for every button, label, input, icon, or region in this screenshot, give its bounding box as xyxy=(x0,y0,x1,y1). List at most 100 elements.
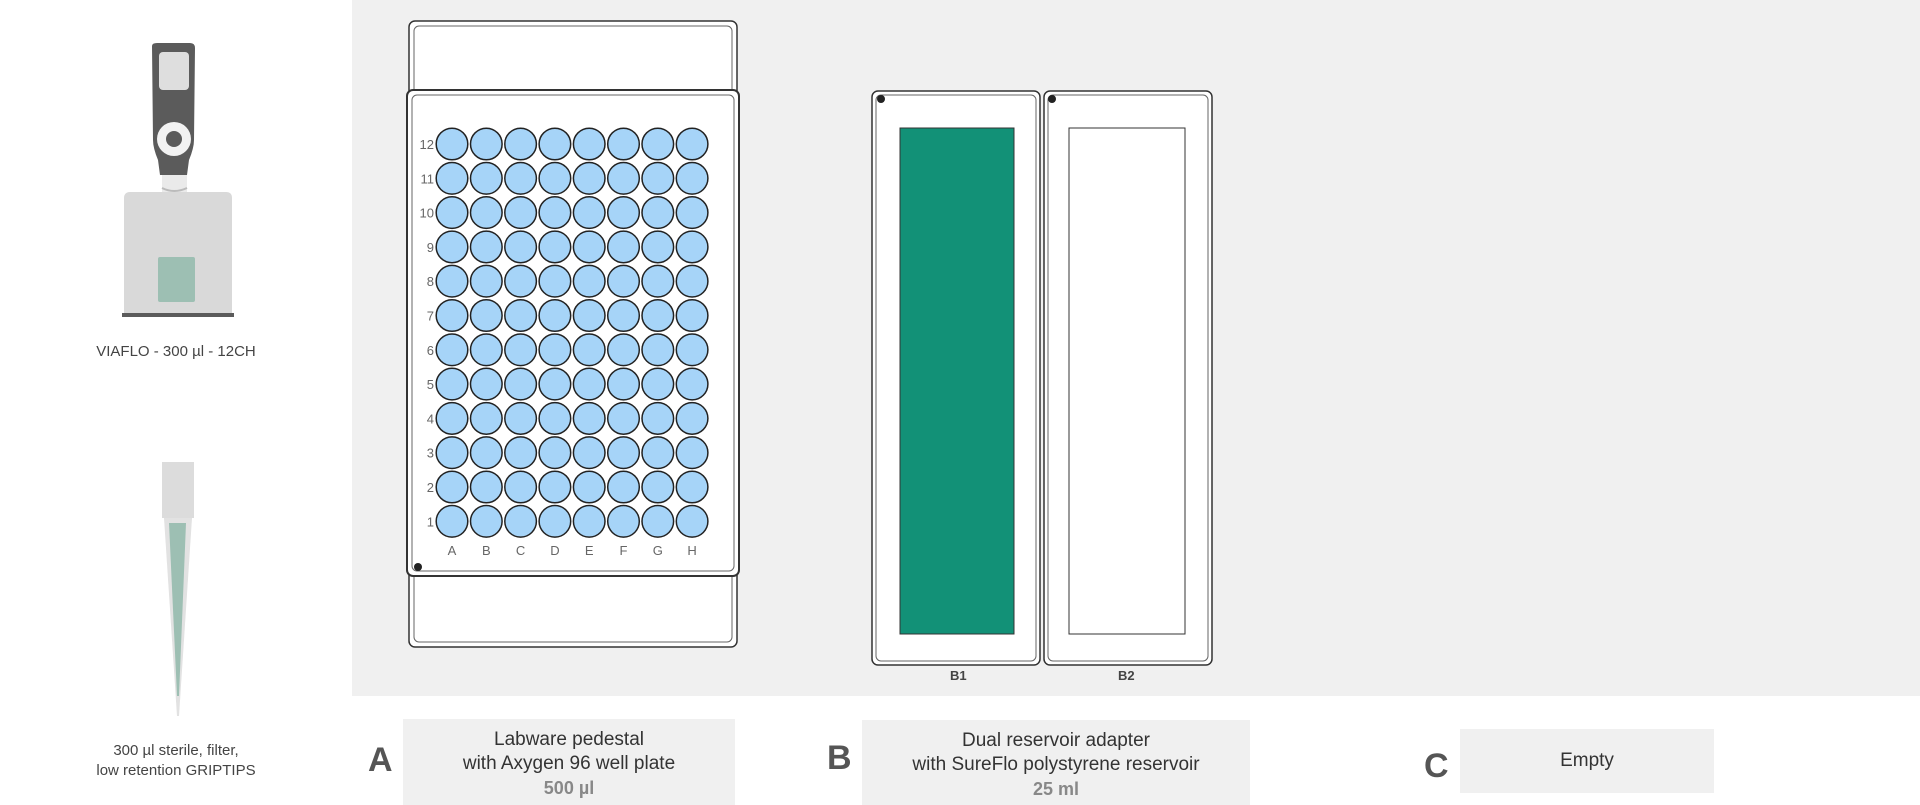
well-D7[interactable] xyxy=(538,298,572,333)
well-E7[interactable] xyxy=(572,298,606,333)
well-A6[interactable] xyxy=(435,333,469,367)
well-E9[interactable] xyxy=(572,230,606,264)
well-H3[interactable] xyxy=(675,436,709,470)
well-F5[interactable] xyxy=(606,367,641,401)
well-C4[interactable] xyxy=(504,401,538,435)
slot-b-labware[interactable] xyxy=(870,90,1216,670)
reservoir-b2[interactable] xyxy=(1068,127,1186,635)
well-A8[interactable] xyxy=(435,264,469,298)
well-B11[interactable] xyxy=(469,161,503,195)
well-G3[interactable] xyxy=(641,436,675,470)
well-G7[interactable] xyxy=(641,298,675,333)
well-H10[interactable] xyxy=(675,196,709,230)
well-F4[interactable] xyxy=(606,401,641,435)
well-C11[interactable] xyxy=(504,161,538,195)
well-D10[interactable] xyxy=(538,196,572,230)
well-F7[interactable] xyxy=(606,298,641,333)
well-B3[interactable] xyxy=(469,436,503,470)
well-A2[interactable] xyxy=(435,470,469,504)
well-D9[interactable] xyxy=(538,230,572,264)
well-C3[interactable] xyxy=(504,436,538,470)
well-C7[interactable] xyxy=(504,298,538,333)
well-D2[interactable] xyxy=(538,470,572,504)
well-H5[interactable] xyxy=(675,367,709,401)
well-A12[interactable] xyxy=(435,127,469,161)
well-G11[interactable] xyxy=(641,161,675,195)
well-D4[interactable] xyxy=(538,401,572,435)
slot-c-info[interactable]: Empty xyxy=(1460,729,1714,793)
well-D6[interactable] xyxy=(538,333,572,367)
well-F2[interactable] xyxy=(606,470,641,504)
well-C1[interactable] xyxy=(504,504,538,538)
well-A10[interactable] xyxy=(435,196,469,230)
well-G1[interactable] xyxy=(641,504,675,538)
well-G6[interactable] xyxy=(641,333,675,367)
well-A3[interactable] xyxy=(435,436,469,470)
well-C10[interactable] xyxy=(504,196,538,230)
well-A7[interactable] xyxy=(435,298,469,333)
well-A11[interactable] xyxy=(435,161,469,195)
well-B12[interactable] xyxy=(469,127,503,161)
well-F1[interactable] xyxy=(606,504,641,538)
well-E6[interactable] xyxy=(572,333,606,367)
well-C12[interactable] xyxy=(504,127,538,161)
well-G12[interactable] xyxy=(641,127,675,161)
pipette-icon[interactable] xyxy=(110,40,250,325)
well-H2[interactable] xyxy=(675,470,709,504)
well-E8[interactable] xyxy=(572,264,606,298)
well-B5[interactable] xyxy=(469,367,503,401)
well-F11[interactable] xyxy=(606,161,641,195)
well-D8[interactable] xyxy=(538,264,572,298)
reservoir-b1[interactable] xyxy=(899,127,1015,635)
slot-a-info[interactable]: Labware pedestal with Axygen 96 well pla… xyxy=(403,719,735,805)
well-C9[interactable] xyxy=(504,230,538,264)
well-D12[interactable] xyxy=(538,127,572,161)
well-A9[interactable] xyxy=(435,230,469,264)
well-A4[interactable] xyxy=(435,401,469,435)
well-B7[interactable] xyxy=(469,298,503,333)
well-G10[interactable] xyxy=(641,196,675,230)
well-H9[interactable] xyxy=(675,230,709,264)
well-C5[interactable] xyxy=(504,367,538,401)
well-H11[interactable] xyxy=(675,161,709,195)
well-B6[interactable] xyxy=(469,333,503,367)
well-G2[interactable] xyxy=(641,470,675,504)
well-C2[interactable] xyxy=(504,470,538,504)
well-F8[interactable] xyxy=(606,264,641,298)
well-B8[interactable] xyxy=(469,264,503,298)
well-H12[interactable] xyxy=(675,127,709,161)
well-C8[interactable] xyxy=(504,264,538,298)
well-D3[interactable] xyxy=(538,436,572,470)
well-H6[interactable] xyxy=(675,333,709,367)
well-B10[interactable] xyxy=(469,196,503,230)
well-G9[interactable] xyxy=(641,230,675,264)
well-H4[interactable] xyxy=(675,401,709,435)
well-E5[interactable] xyxy=(572,367,606,401)
well-C6[interactable] xyxy=(504,333,538,367)
well-A5[interactable] xyxy=(435,367,469,401)
well-G4[interactable] xyxy=(641,401,675,435)
well-E11[interactable] xyxy=(572,161,606,195)
well-F9[interactable] xyxy=(606,230,641,264)
well-B1[interactable] xyxy=(469,504,503,538)
well-D5[interactable] xyxy=(538,367,572,401)
well-D11[interactable] xyxy=(538,161,572,195)
well-E3[interactable] xyxy=(572,436,606,470)
well-F12[interactable] xyxy=(606,127,641,161)
well-F3[interactable] xyxy=(606,436,641,470)
well-E4[interactable] xyxy=(572,401,606,435)
well-E2[interactable] xyxy=(572,470,606,504)
well-B2[interactable] xyxy=(469,470,503,504)
well-F6[interactable] xyxy=(606,333,641,367)
well-G8[interactable] xyxy=(641,264,675,298)
well-H8[interactable] xyxy=(675,264,709,298)
well-H1[interactable] xyxy=(675,504,709,538)
well-F10[interactable] xyxy=(606,196,641,230)
well-G5[interactable] xyxy=(641,367,675,401)
well-B9[interactable] xyxy=(469,230,503,264)
slot-b-info[interactable]: Dual reservoir adapter with SureFlo poly… xyxy=(862,720,1250,805)
well-E1[interactable] xyxy=(572,504,606,538)
well-A1[interactable] xyxy=(435,504,469,538)
well-E10[interactable] xyxy=(572,196,606,230)
